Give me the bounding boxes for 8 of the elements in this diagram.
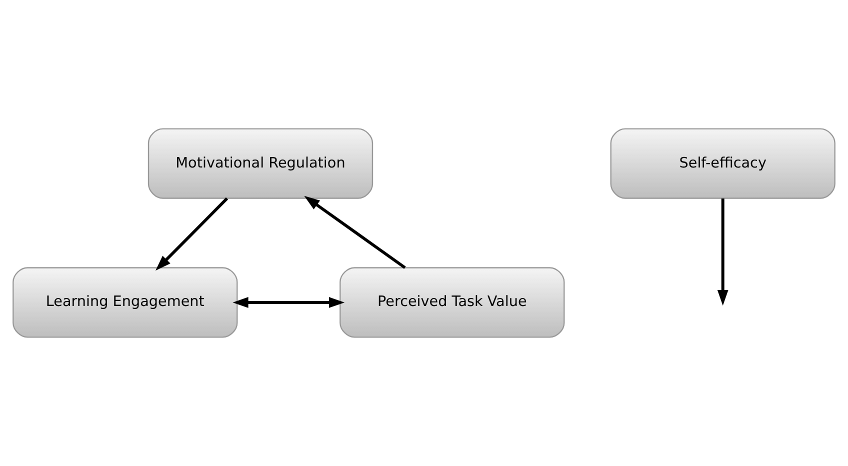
arrow (304, 196, 406, 269)
node-box: Perceived Task Value (340, 267, 565, 338)
arrow (155, 197, 228, 271)
arrow (232, 297, 345, 308)
node-box: Self-efficacy (610, 128, 836, 199)
node-box: Learning Engagement (12, 267, 238, 338)
node-box: Motivational Regulation (148, 128, 374, 199)
arrow (717, 198, 728, 306)
